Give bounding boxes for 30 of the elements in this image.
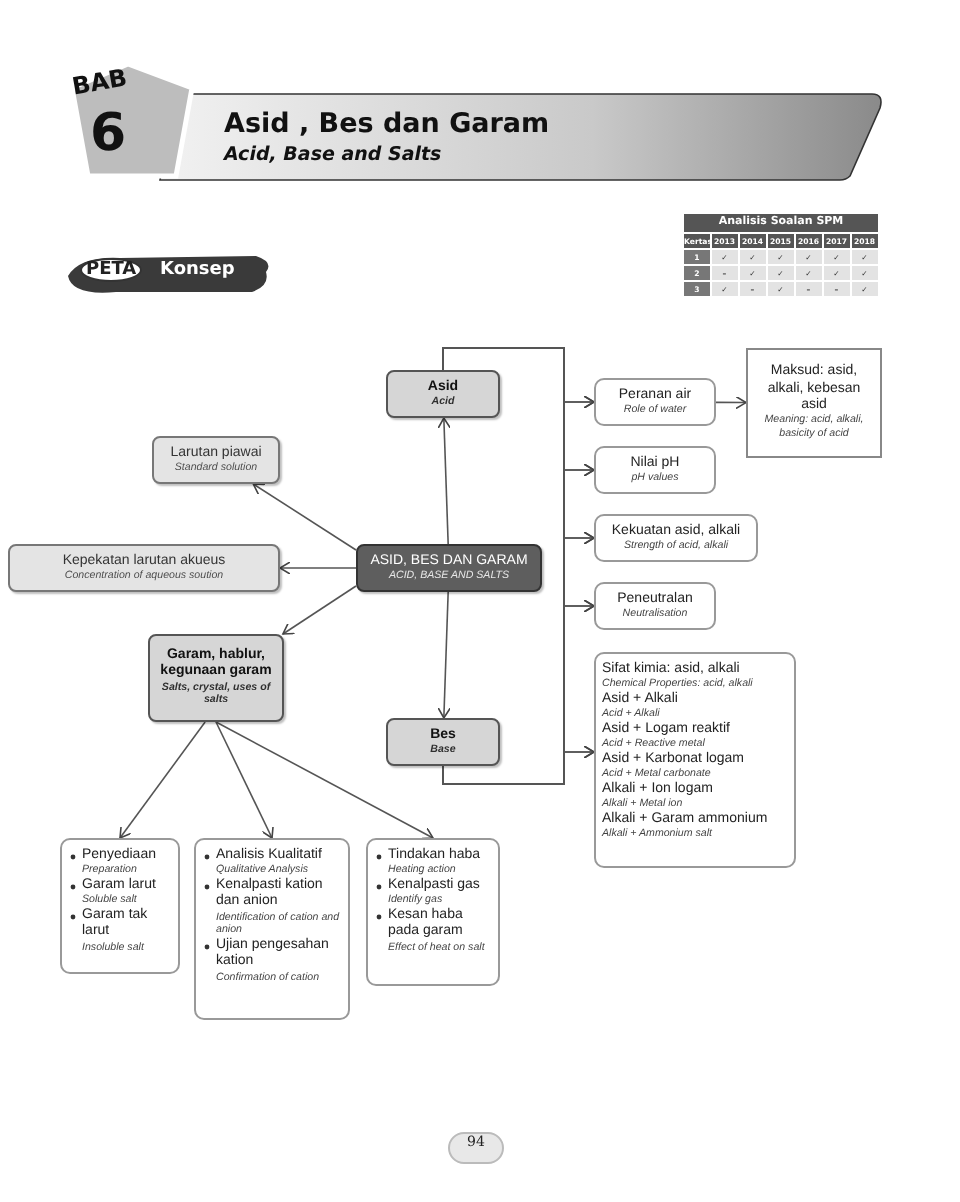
concept-box	[594, 446, 716, 494]
concept-box	[746, 348, 882, 458]
concept-box	[366, 838, 500, 986]
concept-box	[594, 652, 796, 868]
arrow	[715, 395, 747, 410]
concept-box	[194, 838, 350, 1020]
concept-box	[594, 378, 716, 426]
concept-box	[60, 838, 180, 974]
concept-box	[152, 436, 280, 484]
concept-box	[386, 718, 500, 766]
concept-box	[386, 370, 500, 418]
arrow	[215, 721, 274, 839]
concept-box	[148, 634, 284, 722]
page-subtitle: Acid, Base and Salts	[224, 144, 442, 166]
concept-box	[8, 544, 280, 592]
arrow	[279, 561, 357, 575]
chapter-label: BAB	[70, 63, 130, 101]
arrow	[282, 585, 357, 635]
section-label: Konsep	[160, 260, 235, 280]
arrow	[437, 591, 451, 719]
chapter-number: 6	[90, 104, 127, 164]
arrow	[252, 483, 357, 551]
arrow	[442, 745, 595, 785]
concept-box	[594, 514, 758, 562]
arrow	[215, 721, 434, 840]
arrow	[119, 721, 206, 839]
arrow	[437, 417, 451, 545]
page-title: Asid , Bes dan Garam	[224, 108, 550, 140]
concept-box	[594, 582, 716, 630]
central-topic-box	[356, 544, 542, 592]
